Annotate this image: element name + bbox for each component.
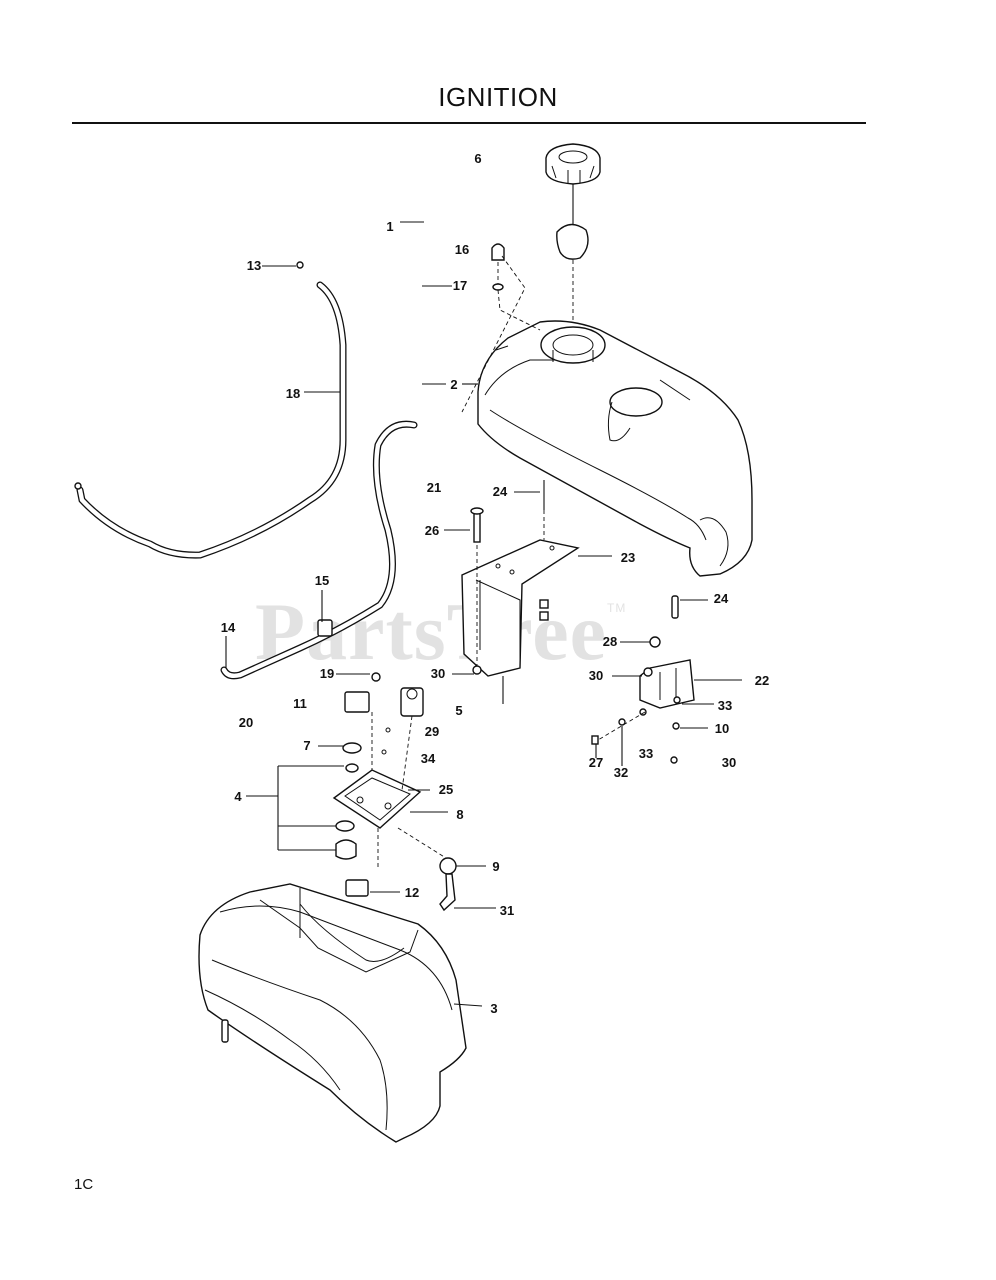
callout-1: 1 xyxy=(386,219,394,234)
callout-21: 21 xyxy=(426,480,442,495)
callout-10: 10 xyxy=(714,721,730,736)
fuel-cap xyxy=(545,143,601,185)
callout-17: 17 xyxy=(452,278,468,293)
callout-5: 5 xyxy=(455,703,463,718)
callout-34: 34 xyxy=(420,751,436,766)
callout-30a: 30 xyxy=(430,666,446,681)
callout-9: 9 xyxy=(492,859,500,874)
console-cover xyxy=(198,883,467,1143)
callout-33a: 33 xyxy=(717,698,733,713)
callout-31: 31 xyxy=(499,903,515,918)
callout-14: 14 xyxy=(220,620,236,635)
fuel-hose-2 xyxy=(220,420,418,680)
callout-30c: 30 xyxy=(721,755,737,770)
callout-4: 4 xyxy=(234,789,242,804)
callout-26: 26 xyxy=(424,523,440,538)
callout-8: 8 xyxy=(456,807,464,822)
key-9 xyxy=(439,857,457,912)
callout-3: 3 xyxy=(490,1001,498,1016)
fuel-tank xyxy=(477,320,753,577)
callout-24b: 24 xyxy=(713,591,729,606)
bolt-26 xyxy=(470,507,484,543)
fuel-hose xyxy=(74,261,347,559)
watermark-trademark: TM xyxy=(607,601,627,615)
callout-12: 12 xyxy=(404,885,420,900)
callout-leaders xyxy=(225,221,742,1007)
callout-2: 2 xyxy=(450,377,458,392)
cap-tether xyxy=(556,223,589,260)
callout-6: 6 xyxy=(474,151,482,166)
ignition-switch xyxy=(335,672,424,860)
callout-7: 7 xyxy=(303,738,311,753)
plug-12 xyxy=(345,879,369,897)
callout-13: 13 xyxy=(246,258,262,273)
page-number: 1C xyxy=(74,1176,94,1193)
callout-19: 19 xyxy=(319,666,335,681)
callout-32: 32 xyxy=(613,765,629,780)
callout-11: 11 xyxy=(293,696,307,711)
callout-18: 18 xyxy=(285,386,301,401)
tank-bracket xyxy=(461,539,580,677)
page-title: IGNITION xyxy=(438,82,558,112)
callout-33b: 33 xyxy=(638,746,654,761)
callout-28: 28 xyxy=(602,634,618,649)
nut-stack xyxy=(539,599,549,621)
callout-27: 27 xyxy=(588,755,604,770)
callout-25: 25 xyxy=(438,782,454,797)
title-rule xyxy=(72,122,866,124)
callout-24a: 24 xyxy=(492,484,508,499)
callout-22: 22 xyxy=(754,673,770,688)
callout-20: 20 xyxy=(238,715,254,730)
callout-29: 29 xyxy=(424,724,440,739)
callout-23: 23 xyxy=(620,550,636,565)
callout-16: 16 xyxy=(454,242,470,257)
switch-panel xyxy=(332,769,422,829)
callout-30b: 30 xyxy=(588,668,604,683)
callout-15: 15 xyxy=(314,573,330,588)
mount-bracket xyxy=(591,595,695,764)
